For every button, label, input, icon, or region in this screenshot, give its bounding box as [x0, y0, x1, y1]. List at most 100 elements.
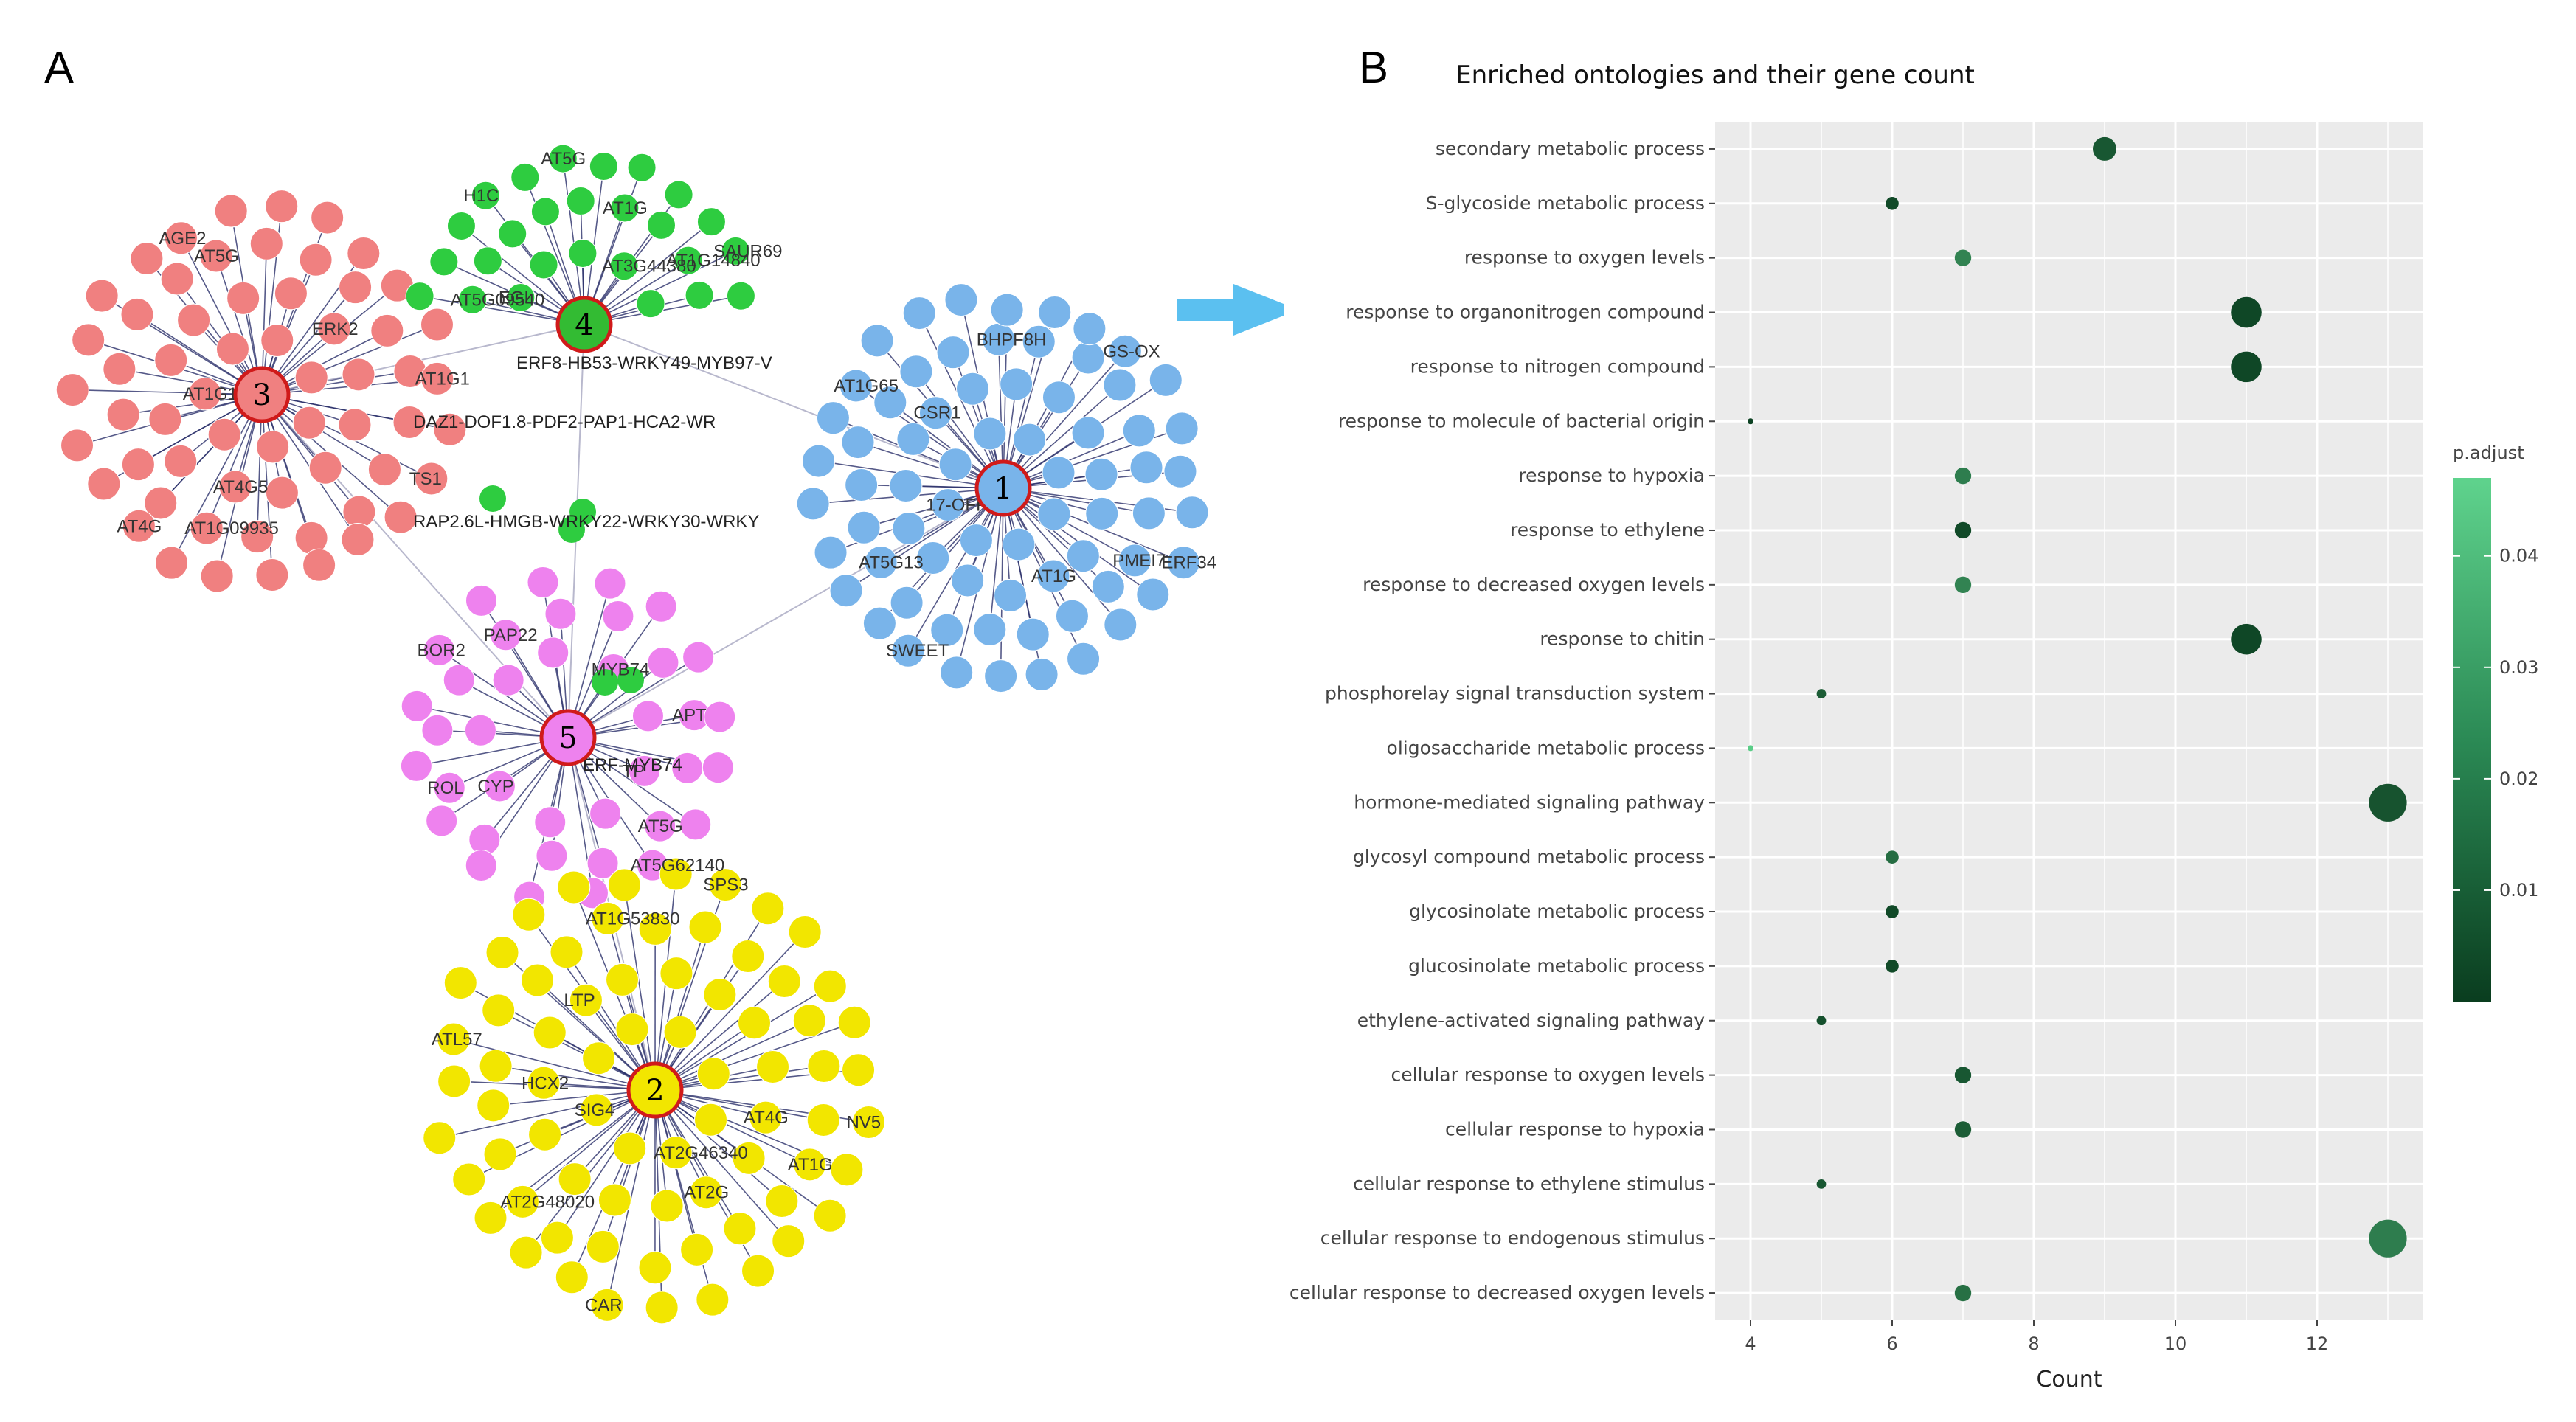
gene-node: [792, 1004, 826, 1038]
gene-node: [274, 277, 308, 311]
gene-node: [959, 524, 993, 558]
data-point: [1886, 905, 1899, 918]
gene-node: [664, 180, 693, 209]
gene-node: [591, 901, 625, 935]
data-point: [1816, 689, 1827, 698]
gene-label: AT2G: [684, 1183, 729, 1203]
network-edge: [261, 324, 437, 395]
gene-label: TP: [622, 761, 645, 781]
gene-node: [609, 252, 639, 281]
gene-node: [1022, 325, 1056, 358]
gene-label: BOR2: [418, 640, 465, 660]
gene-node: [338, 408, 372, 442]
gene-node: [60, 429, 94, 462]
x-tick-label: 4: [1745, 1333, 1756, 1354]
hub-node: [539, 709, 597, 766]
gene-label: ERF34: [1161, 553, 1216, 573]
hub-label: 4: [575, 308, 593, 342]
category-label: response to oxygen levels: [1464, 247, 1705, 268]
gene-node: [938, 448, 972, 482]
gene-node: [1000, 367, 1033, 401]
gene-label: AT4G: [744, 1108, 789, 1128]
gene-node: [199, 239, 233, 273]
x-tick-label: 8: [2028, 1333, 2039, 1354]
category-label: ethylene-activated signaling pathway: [1357, 1010, 1705, 1031]
gene-node: [767, 965, 801, 999]
gene-node: [437, 1022, 471, 1056]
gene-node: [841, 426, 875, 459]
gene-node: [892, 511, 926, 545]
gene-node: [485, 935, 519, 969]
gene-node: [529, 250, 558, 280]
gene-label: CAR: [585, 1295, 623, 1315]
data-point: [1954, 1121, 1972, 1138]
gene-node: [299, 243, 333, 277]
gene-node: [1166, 546, 1200, 580]
gene-node: [530, 197, 560, 226]
gene-node: [674, 246, 703, 275]
gene-node: [164, 444, 198, 478]
gene-node: [421, 714, 454, 746]
gene-node: [528, 1117, 562, 1151]
gene-node: [1163, 454, 1197, 488]
gene-label: AT5G: [638, 816, 683, 836]
data-point: [1954, 249, 1972, 266]
gene-node: [1067, 642, 1101, 676]
network-edge: [180, 237, 263, 395]
gene-node: [177, 303, 211, 337]
gene-node: [793, 1148, 827, 1182]
gene-node: [693, 1103, 727, 1137]
gene-node: [602, 600, 634, 632]
gene-node: [704, 701, 736, 733]
gene-node: [647, 646, 679, 679]
network-edge: [556, 1089, 656, 1238]
gene-node: [207, 417, 241, 451]
category-label: phosphorelay signal transduction system: [1325, 683, 1705, 704]
gene-node: [154, 343, 188, 377]
gene-node: [627, 153, 657, 182]
gene-label: SPS3: [703, 875, 748, 895]
gene-node: [536, 839, 568, 872]
gene-node: [1103, 368, 1137, 402]
color-legend: p.adjust 0.040.030.020.01: [2453, 443, 2538, 1002]
network-edge: [72, 389, 263, 395]
gene-node: [645, 1291, 679, 1325]
gene-node: [829, 574, 863, 608]
gene-node: [557, 870, 591, 904]
inter-cluster-edge: [584, 324, 1004, 489]
gene-label: AT4G5: [213, 477, 268, 497]
data-point: [2231, 351, 2262, 383]
category-label: hormone-mediated signaling pathway: [1354, 791, 1705, 813]
gene-node: [631, 700, 664, 732]
gene-node: [851, 1106, 885, 1140]
gene-node: [931, 488, 965, 522]
gene-label: AT5G: [541, 149, 586, 169]
gene-node: [1073, 312, 1107, 346]
gene-node: [830, 1153, 864, 1187]
gene-node: [889, 469, 923, 503]
hub-node: [974, 459, 1032, 517]
gene-label: SAUR69: [713, 241, 782, 261]
gene-node: [265, 190, 299, 223]
gene-node: [1108, 334, 1142, 368]
gene-node: [506, 282, 536, 312]
gene-node: [1136, 578, 1170, 611]
gene-node: [384, 500, 418, 534]
gene-node: [72, 323, 105, 357]
gene-node: [772, 1224, 806, 1258]
gene-node: [1002, 527, 1036, 561]
gene-label: ROL: [427, 778, 463, 798]
gene-label: GS-OX: [1103, 341, 1160, 361]
gene-node: [580, 1093, 614, 1127]
category-label: glycosinolate metabolic process: [1409, 901, 1705, 922]
hub-node: [555, 296, 613, 353]
x-tick-label: 12: [2306, 1333, 2329, 1354]
gene-node: [990, 293, 1024, 327]
data-point: [2231, 296, 2262, 328]
gene-label: AT1G: [788, 1155, 833, 1175]
gene-node: [896, 422, 930, 456]
gene-node: [568, 238, 598, 268]
gene-node: [936, 336, 970, 370]
